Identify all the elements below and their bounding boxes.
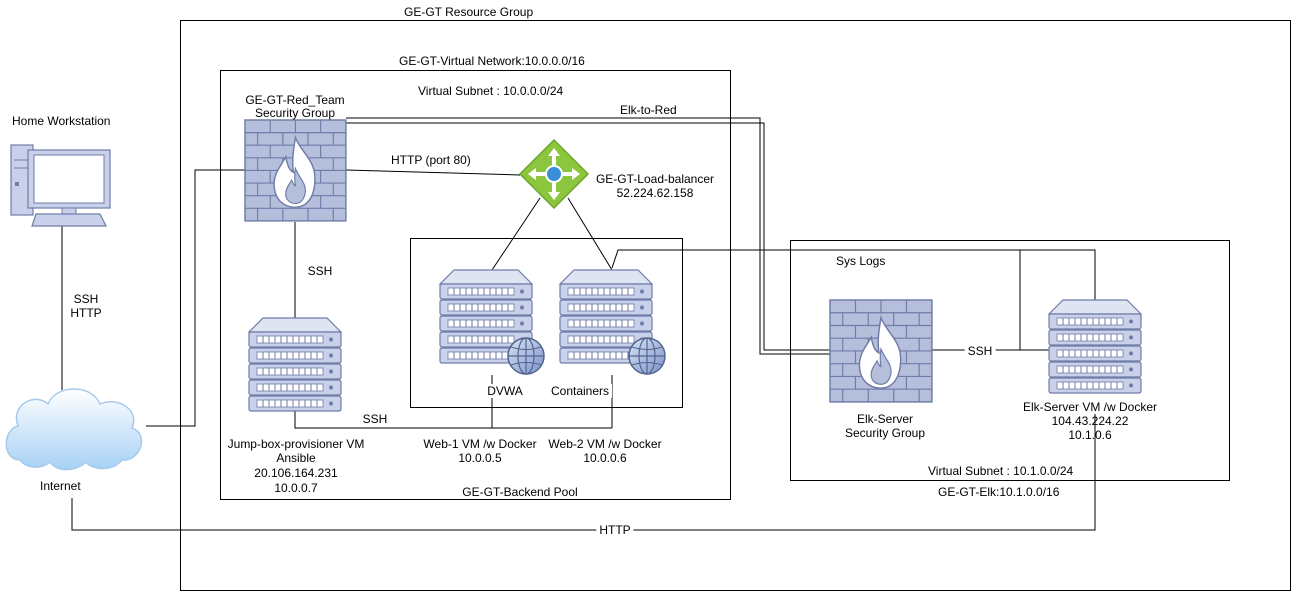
load-balancer-icon bbox=[518, 138, 590, 210]
edge-label-ssh-elk: SSH bbox=[964, 344, 996, 358]
virtual-network-label: GE-GT-Virtual Network:10.0.0.0/16 bbox=[399, 54, 585, 68]
edge-elk-to-red bbox=[346, 117, 830, 355]
edge-label-http-ws: HTTP bbox=[67, 306, 105, 320]
edge-label-http-elk: HTTP bbox=[596, 523, 634, 537]
edge-internet-elk bbox=[71, 413, 1096, 531]
web2-label-1: Web-2 VM /w Docker bbox=[548, 437, 662, 451]
workstation-label: Home Workstation bbox=[12, 114, 111, 128]
red-nsg-label-2: Security Group bbox=[254, 106, 336, 120]
backend-pool-box bbox=[410, 238, 683, 408]
resource-group-label: GE-GT Resource Group bbox=[404, 5, 534, 19]
edge-label-elk-to-red: Elk-to-Red bbox=[617, 103, 680, 117]
jumpbox-label-4: 10.0.0.7 bbox=[274, 481, 318, 495]
red-nsg-label-1: GE-GT-Red_Team bbox=[245, 93, 345, 107]
elk-vm-label-1: Elk-Server VM /w Docker bbox=[1019, 400, 1161, 414]
jumpbox-label-1: Jump-box-provisioner VM bbox=[227, 437, 365, 451]
jumpbox-label-3: 20.106.164.231 bbox=[254, 466, 338, 480]
edge-nsg-lb bbox=[345, 169, 521, 176]
internet-cloud-icon bbox=[5, 388, 143, 471]
edge-lb-web2 bbox=[567, 197, 613, 271]
lb-name-label: GE-GT-Load-balancer bbox=[595, 172, 715, 186]
web2-label-2: 10.0.0.6 bbox=[583, 451, 627, 465]
edge-jumpbox-web bbox=[294, 375, 493, 429]
web2-app-label: Containers bbox=[547, 384, 613, 398]
edge-label-ssh-ws: SSH bbox=[70, 292, 102, 306]
backend-pool-label: GE-GT-Backend Pool bbox=[462, 485, 578, 499]
edge-lb-web1 bbox=[491, 197, 541, 271]
web1-label-1: Web-1 VM /w Docker bbox=[423, 437, 537, 451]
edge-label-http-port80: HTTP (port 80) bbox=[388, 153, 474, 167]
edge-label-sys-logs: Sys Logs bbox=[833, 254, 889, 268]
jumpbox-label-2: Ansible bbox=[276, 451, 316, 465]
elk-vm-label-2: 104.43.224.22 bbox=[1051, 414, 1129, 428]
lb-ip-label: 52.224.62.158 bbox=[616, 186, 694, 200]
elk-subnet-label: Virtual Subnet : 10.1.0.0/24 bbox=[928, 464, 1074, 478]
edge-internet-nsg bbox=[146, 169, 245, 427]
elk-network-box bbox=[790, 240, 1230, 481]
red-subnet-label: Virtual Subnet : 10.0.0.0/24 bbox=[418, 84, 564, 98]
elk-nsg-label-2: Security Group bbox=[844, 426, 926, 440]
web1-app-label: DVWA bbox=[484, 384, 526, 398]
workstation-icon bbox=[10, 144, 111, 227]
elk-vm-label-3: 10.1.0.6 bbox=[1068, 428, 1112, 442]
elk-network-label: GE-GT-Elk:10.1.0.0/16 bbox=[938, 485, 1060, 499]
virtual-network-box bbox=[220, 70, 731, 500]
elk-nsg-label-1: Elk-Server bbox=[856, 412, 914, 426]
internet-label: Internet bbox=[40, 479, 81, 493]
edge-label-ssh-web: SSH bbox=[359, 412, 391, 426]
web1-label-2: 10.0.0.5 bbox=[458, 451, 502, 465]
edge-label-ssh-jumpbox: SSH bbox=[304, 264, 336, 278]
